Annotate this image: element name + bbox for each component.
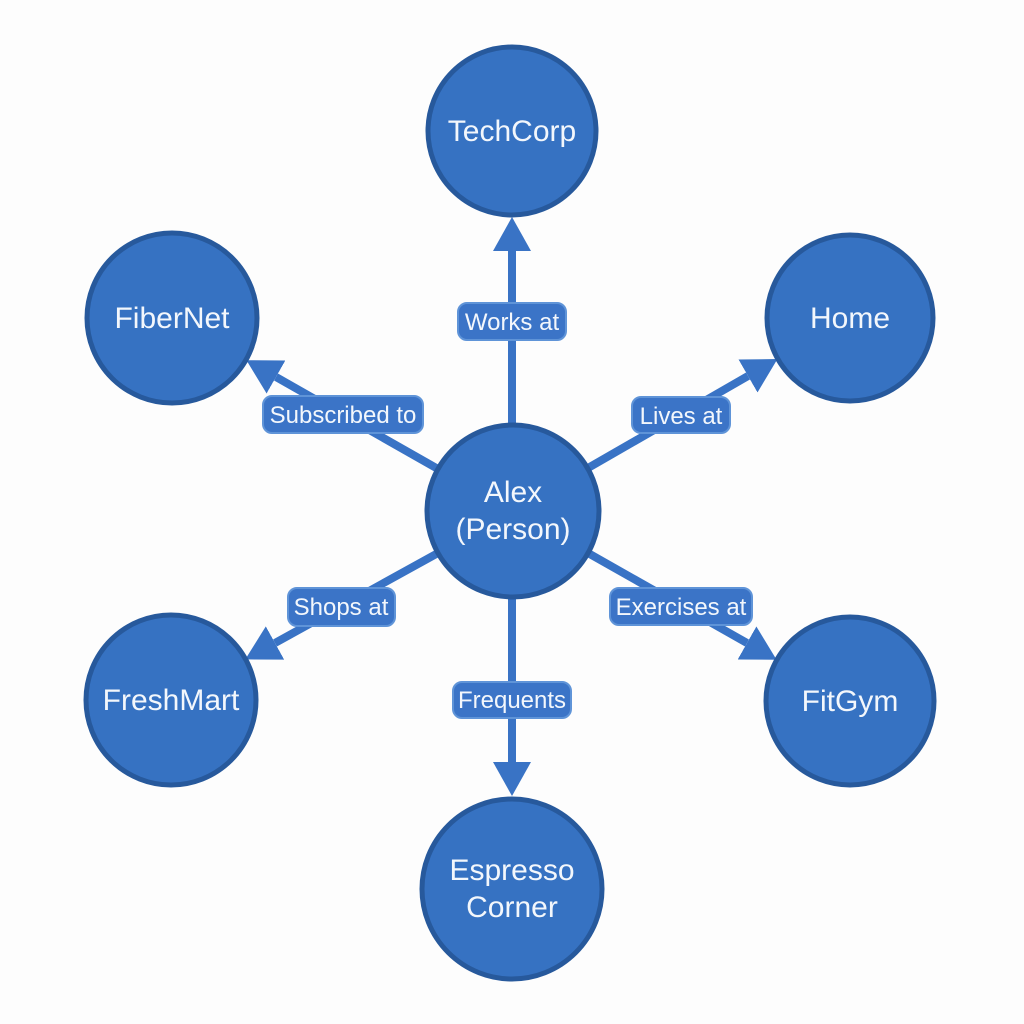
node-fibernet: FiberNet [84,230,260,406]
node-techcorp-circle [425,44,599,218]
edge-label-works-at: Works at [457,302,567,341]
node-group: TechCorp FiberNet Home Alex (Person) Fre… [83,44,937,982]
edge-label-text-exercises-at: Exercises at [616,594,747,621]
node-home-label: Home [810,302,890,335]
node-freshmart-circle [83,612,259,788]
edge-label-shops-at: Shops at [287,587,396,627]
node-home: Home [764,232,936,404]
edge-label-text-lives-at: Lives at [640,403,723,430]
edge-label-subscribed-to: Subscribed to [262,395,424,434]
node-techcorp: TechCorp [425,44,599,218]
node-alex-person: Alex (Person) [424,422,602,600]
node-freshmart: FreshMart [83,612,259,788]
edge-label-exercises-at: Exercises at [609,587,753,626]
node-freshmart-label: FreshMart [103,684,240,717]
node-fibernet-circle [84,230,260,406]
node-espresso-corner-circle [419,796,605,982]
node-fitgym: FitGym [763,614,937,788]
node-espresso-corner: Espresso Corner [419,796,605,982]
node-techcorp-label: TechCorp [448,115,576,148]
edge-label-text-frequents: Frequents [458,687,566,714]
node-alex-label-line1: Alex [484,476,542,509]
edge-label-text-subscribed-to: Subscribed to [270,402,417,429]
edge-label-text-works-at: Works at [465,309,560,336]
edge-label-box-shops-at [287,587,396,627]
edge-label-lives-at: Lives at [631,396,731,434]
node-espresso-corner-label-line2: Corner [466,891,558,924]
edge-label-box-exercises-at [609,587,753,626]
edge-label-group: Works at Subscribed to Lives at Shops at… [262,302,753,719]
edge-label-frequents: Frequents [452,681,572,719]
edge-label-box-works-at [457,302,567,341]
node-fitgym-label: FitGym [802,685,899,718]
edge-label-text-shops-at: Shops at [294,594,389,621]
node-fitgym-circle [763,614,937,788]
node-alex-label-line2: (Person) [455,513,570,546]
edge-label-box-subscribed-to [262,395,424,434]
node-espresso-corner-label-line1: Espresso [449,854,574,887]
node-alex-circle [424,422,602,600]
edge-label-box-lives-at [631,396,731,434]
edge-label-box-frequents [452,681,572,719]
node-home-circle [764,232,936,404]
node-fibernet-label: FiberNet [114,302,230,335]
